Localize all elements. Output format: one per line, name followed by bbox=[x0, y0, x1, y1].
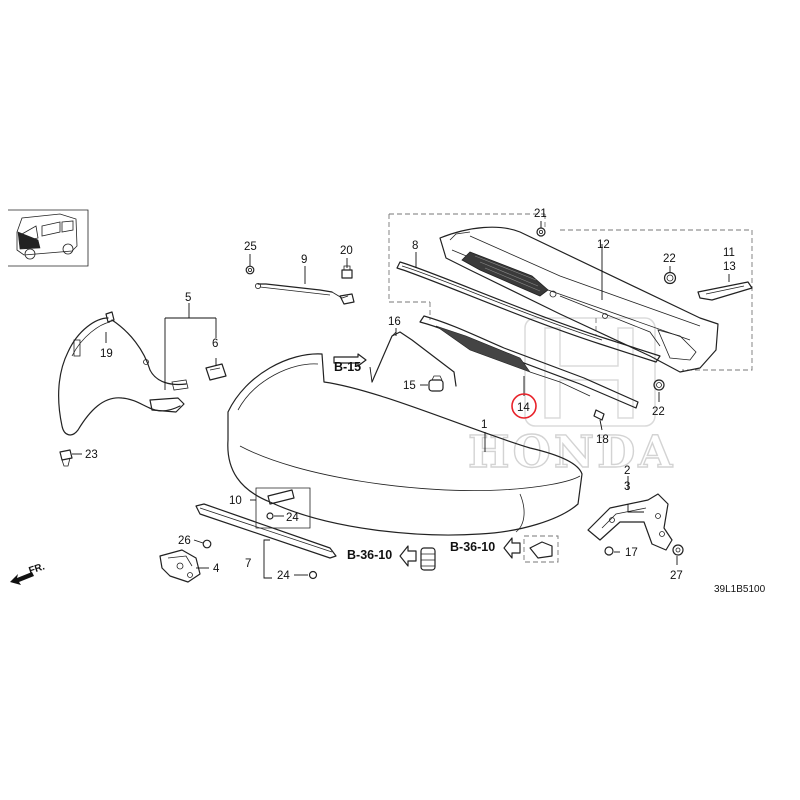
ref-arrow-b36-left bbox=[399, 545, 417, 567]
part-5-release-cable bbox=[58, 311, 189, 436]
front-label: FR. bbox=[28, 561, 47, 577]
part-18-plug bbox=[593, 409, 605, 421]
ref-arrow-b36-right bbox=[503, 537, 521, 559]
highlight-circle-14 bbox=[511, 393, 537, 419]
label-part-25: 25 bbox=[244, 241, 257, 253]
label-part-22-top: 22 bbox=[663, 253, 676, 265]
part-10-bracket bbox=[255, 487, 311, 529]
label-part-6: 6 bbox=[212, 338, 218, 350]
vehicle-thumbnail bbox=[8, 209, 89, 267]
label-part-5: 5 bbox=[185, 292, 191, 304]
part-21-clip bbox=[536, 227, 546, 237]
label-part-27: 27 bbox=[670, 570, 683, 582]
watermark-text: HONDA bbox=[468, 427, 675, 478]
part-16-hood-stay bbox=[371, 331, 457, 387]
part-15-clip bbox=[428, 375, 444, 392]
label-part-10: 10 bbox=[229, 495, 242, 507]
label-part-19: 19 bbox=[100, 348, 113, 360]
label-part-22-bottom: 22 bbox=[652, 406, 665, 418]
leader-lines bbox=[72, 221, 730, 579]
part-11-13-side-cover bbox=[697, 281, 753, 301]
label-part-7: 7 bbox=[245, 558, 251, 570]
label-part-18: 18 bbox=[596, 434, 609, 446]
part-26-bolt bbox=[202, 539, 212, 549]
part-8-seal bbox=[396, 261, 661, 363]
part-25-grommet bbox=[245, 265, 255, 275]
part-1-hood bbox=[227, 353, 583, 536]
label-part-15: 15 bbox=[403, 380, 416, 392]
label-part-20: 20 bbox=[340, 245, 353, 257]
label-part-24-lower: 24 bbox=[277, 570, 290, 582]
front-arrow bbox=[10, 572, 34, 585]
ref-label-b36-10-right: B-36-10 bbox=[450, 540, 495, 554]
cowl-group-frame bbox=[388, 213, 753, 371]
part-4-hood-latch bbox=[159, 549, 201, 583]
label-part-13: 13 bbox=[723, 261, 736, 273]
label-part-14: 14 bbox=[517, 402, 530, 414]
label-part-1: 1 bbox=[481, 419, 487, 431]
part-7-hood-seal bbox=[195, 503, 337, 559]
part-17-bolt bbox=[604, 546, 614, 556]
label-part-4: 4 bbox=[213, 563, 220, 575]
part-14-seal bbox=[419, 315, 639, 409]
part-6-release-lever bbox=[205, 363, 227, 381]
label-part-17: 17 bbox=[625, 547, 638, 559]
label-part-8: 8 bbox=[412, 240, 418, 252]
honda-watermark: HONDA bbox=[467, 317, 675, 479]
label-part-9: 9 bbox=[301, 254, 307, 266]
label-part-16: 16 bbox=[388, 316, 401, 328]
diagram-code: 39L1B5100 bbox=[714, 584, 766, 595]
part-9-rod bbox=[254, 282, 355, 305]
ref-label-b15: B-15 bbox=[334, 360, 361, 374]
label-part-21: 21 bbox=[534, 208, 547, 220]
label-part-2: 2 bbox=[624, 465, 630, 477]
label-part-26: 26 bbox=[178, 535, 191, 547]
part-labels: 1 2 3 4 5 6 7 8 9 10 11 12 13 14 15 16 1… bbox=[85, 208, 736, 582]
label-part-23: 23 bbox=[85, 449, 98, 461]
hood-bracket-box bbox=[523, 535, 559, 563]
label-part-12: 12 bbox=[597, 239, 610, 251]
part-2-3-hood-hinge bbox=[587, 493, 673, 551]
hood-cushion bbox=[420, 547, 436, 571]
part-24-bolt bbox=[308, 570, 318, 580]
part-12-cowl-top bbox=[439, 226, 719, 373]
part-27-nut bbox=[672, 544, 684, 556]
label-part-24-upper: 24 bbox=[286, 512, 299, 524]
ref-arrow-b15 bbox=[333, 353, 367, 367]
ref-label-b36-10-left: B-36-10 bbox=[347, 548, 392, 562]
part-23-clip bbox=[59, 449, 73, 467]
part-22-grommet-bottom bbox=[653, 379, 665, 391]
label-part-11: 11 bbox=[723, 247, 735, 259]
part-22-grommet-top bbox=[663, 271, 677, 285]
label-part-3: 3 bbox=[624, 481, 630, 493]
